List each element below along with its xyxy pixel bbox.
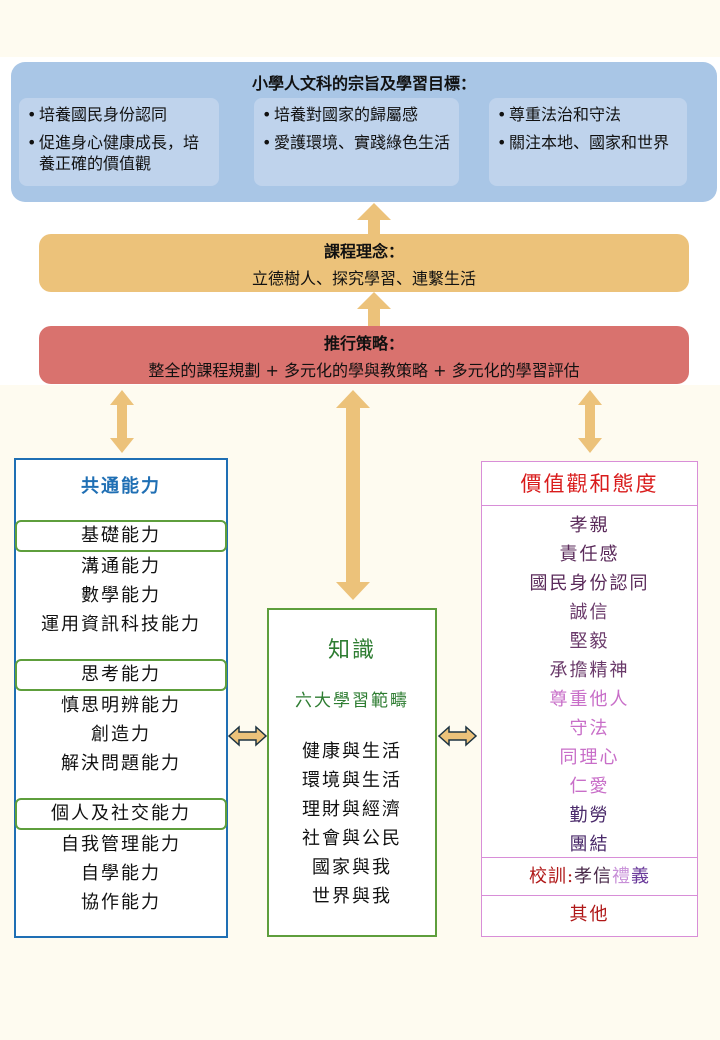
strand-item: 環境與生活 (302, 770, 402, 791)
double-arrow-horizontal-icon (437, 725, 478, 747)
knowledge-panel: 知識 六大學習範疇 健康與生活 環境與生活 理財與經濟 社會與公民 國家與我 世… (267, 608, 437, 937)
skill-item: 溝通能力 (81, 556, 161, 577)
skill-item: 自我管理能力 (61, 834, 181, 855)
skill-item: 解決問題能力 (61, 753, 181, 774)
double-arrow-vertical-icon (336, 390, 370, 600)
aims-and-objectives-box: 小學人文科的宗旨及學習目標： 培養國民身份認同 促進身心健康成長，培養正確的價值… (11, 62, 717, 202)
skill-item: 自學能力 (81, 863, 161, 884)
values-list: 孝親責任感國民身份認同誠信堅毅承擔精神尊重他人守法同理心仁愛勤勞團結 (482, 506, 697, 858)
philosophy-title: 課程理念： (323, 242, 404, 261)
philosophy-text: 立德樹人、探究學習、連繫生活 (251, 269, 476, 288)
aim-item: 促進身心健康成長，培養正確的價值觀 (27, 132, 211, 174)
skill-group-heading: 基礎能力 (15, 520, 227, 552)
strand-item: 理財與經濟 (302, 799, 402, 820)
aim-item: 愛護環境、實踐綠色生活 (262, 132, 451, 153)
value-item: 仁愛 (569, 776, 610, 797)
value-item: 孝親 (569, 515, 610, 536)
aim-item: 尊重法治和守法 (497, 104, 679, 125)
value-item: 守法 (569, 718, 610, 739)
implementation-strategy-box: 推行策略： 整全的課程規劃 + 多元化的學與教策略 + 多元化的學習評估 (39, 326, 689, 384)
motto-label: 校訓: (528, 866, 575, 887)
knowledge-title: 知識 (327, 638, 376, 663)
skill-group-heading: 思考能力 (15, 659, 227, 691)
generic-skills-title: 共通能力 (81, 476, 161, 497)
motto-values: 孝信禮義 (574, 866, 650, 887)
value-item: 團結 (569, 834, 610, 855)
generic-skills-panel: 共通能力 基礎能力 溝通能力 數學能力 運用資訊科技能力 思考能力 慎思明辨能力… (14, 458, 228, 938)
knowledge-subtitle: 六大學習範疇 (295, 691, 409, 711)
motto-part: 義 (631, 866, 651, 887)
values-attitudes-panel: 價值觀和態度 孝親責任感國民身份認同誠信堅毅承擔精神尊重他人守法同理心仁愛勤勞團… (481, 461, 698, 937)
skill-item: 慎思明辨能力 (61, 695, 181, 716)
skill-item: 運用資訊科技能力 (41, 614, 201, 635)
value-item: 誠信 (569, 602, 610, 623)
value-item: 國民身份認同 (529, 573, 650, 594)
skill-item: 創造力 (91, 724, 151, 745)
values-title: 價值觀和態度 (482, 462, 697, 506)
strategy-title: 推行策略： (323, 334, 404, 353)
aims-card: 尊重法治和守法 關注本地、國家和世界 (489, 98, 687, 186)
aims-card: 培養國民身份認同 促進身心健康成長，培養正確的價值觀 (19, 98, 219, 186)
value-item: 同理心 (559, 747, 620, 768)
value-item: 責任感 (559, 544, 620, 565)
strand-item: 國家與我 (312, 857, 392, 878)
double-arrow-vertical-icon (578, 390, 602, 453)
value-item: 勤勞 (569, 805, 610, 826)
value-item: 尊重他人 (549, 689, 630, 710)
value-item: 堅毅 (569, 631, 610, 652)
aims-title: 小學人文科的宗旨及學習目標： (251, 74, 476, 93)
strand-item: 健康與生活 (302, 741, 402, 762)
strand-item: 世界與我 (312, 886, 392, 907)
value-item: 承擔精神 (549, 660, 630, 681)
aims-card: 培養對國家的歸屬感 愛護環境、實踐綠色生活 (254, 98, 459, 186)
aim-item: 培養國民身份認同 (27, 104, 211, 125)
curriculum-philosophy-box: 課程理念： 立德樹人、探究學習、連繫生活 (39, 234, 689, 292)
aim-item: 關注本地、國家和世界 (497, 132, 679, 153)
skill-group-heading: 個人及社交能力 (15, 798, 227, 830)
motto-part: 禮 (612, 866, 632, 887)
strategy-text: 整全的課程規劃 + 多元化的學與教策略 + 多元化的學習評估 (148, 361, 580, 380)
skill-item: 數學能力 (81, 585, 161, 606)
double-arrow-vertical-icon (110, 390, 134, 453)
double-arrow-horizontal-icon (227, 725, 268, 747)
school-motto: 校訓:孝信禮義 (482, 858, 697, 896)
strand-item: 社會與公民 (302, 828, 402, 849)
values-other: 其他 (569, 904, 610, 925)
motto-part: 孝信 (574, 866, 613, 887)
aim-item: 培養對國家的歸屬感 (262, 104, 451, 125)
skill-item: 協作能力 (81, 892, 161, 913)
